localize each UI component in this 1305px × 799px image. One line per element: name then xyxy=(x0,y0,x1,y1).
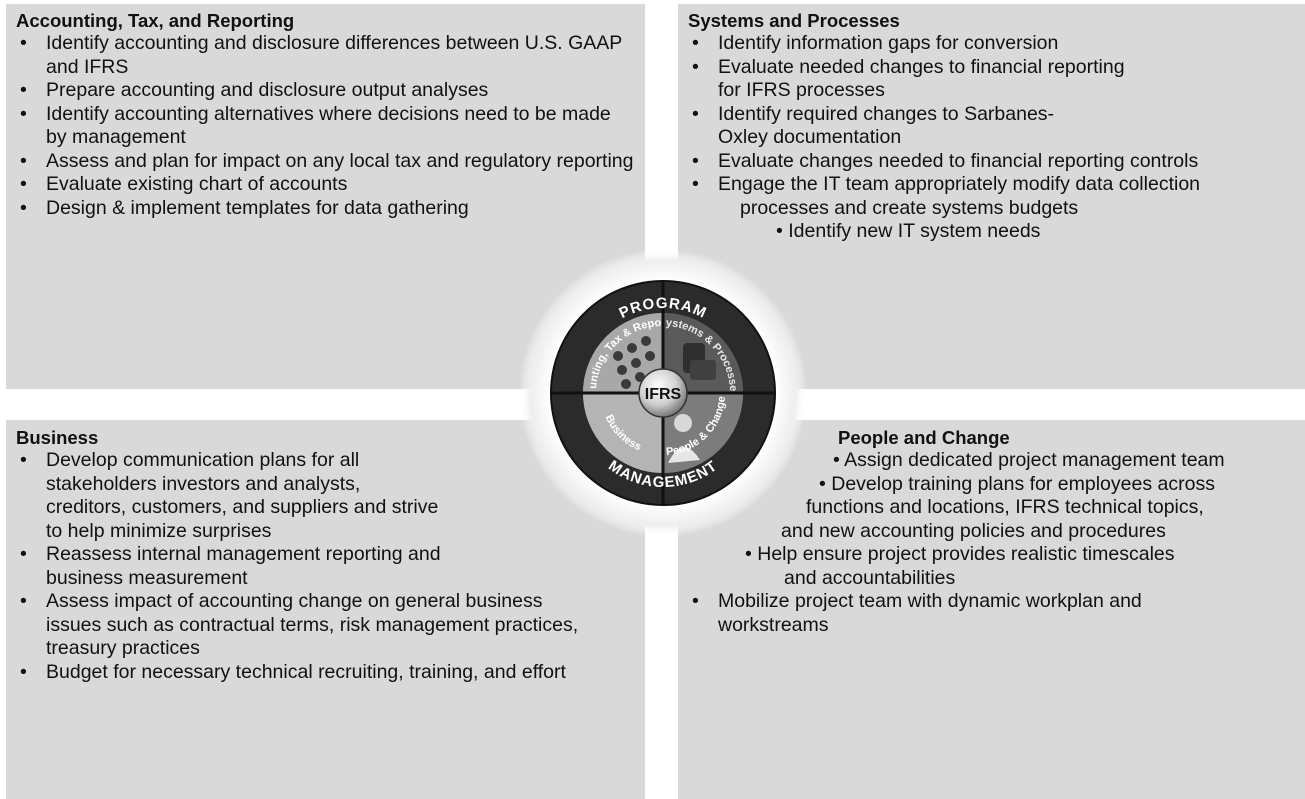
calculator-icon xyxy=(613,336,655,389)
bullet-list: Identify accounting and disclosure diffe… xyxy=(16,32,635,220)
panel-title: Systems and Processes xyxy=(688,10,900,31)
list-item: Budget for necessary technical recruitin… xyxy=(16,661,635,685)
list-item: Develop communication plans for all xyxy=(16,449,635,473)
list-item: Identify accounting and disclosure diffe… xyxy=(16,32,635,79)
list-item: Reassess internal management reporting a… xyxy=(16,543,635,590)
systems-processes-panel: Systems and Processes Identify informati… xyxy=(678,4,1305,389)
panel-title: People and Change xyxy=(838,427,1010,448)
list-item: to help minimize surprises xyxy=(46,519,272,542)
list-item: Assess impact of accounting change on ge… xyxy=(16,590,635,661)
list-item: Identify accounting alternatives where d… xyxy=(16,103,635,150)
wheel-hub xyxy=(638,368,688,418)
list-item: • Help ensure project provides realistic… xyxy=(745,543,1175,565)
person-icon xyxy=(668,414,700,463)
list-item: Evaluate changes needed to financial rep… xyxy=(688,150,1295,174)
accounting-tax-reporting-panel: Accounting, Tax, and Reporting Identify … xyxy=(6,4,645,389)
ifrs-program-wheel: PROGRAM MANAGEMENT Accounting, Tax & Rep… xyxy=(518,248,807,537)
list-item: Assess and plan for impact on any local … xyxy=(16,150,635,174)
people-change-panel: People and Change • Assign dedicated pro… xyxy=(678,420,1305,799)
business-panel: Business Develop communication plans for… xyxy=(6,420,645,799)
list-item: Evaluate existing chart of accounts xyxy=(16,173,635,197)
list-item: and accountabilities xyxy=(784,566,956,589)
list-item: Identify information gaps for conversion xyxy=(688,32,1295,56)
list-item: • Assign dedicated project management te… xyxy=(833,449,1225,471)
bullet-list: Develop communication plans for all stak… xyxy=(16,449,635,684)
list-item: • Develop training plans for employees a… xyxy=(819,472,1215,495)
list-item: creditors, customers, and suppliers and … xyxy=(46,496,439,518)
quadrant-business xyxy=(583,393,663,473)
systems-icon xyxy=(683,343,716,380)
list-item: processes and create systems budgets xyxy=(740,196,1079,219)
list-item: Identify required changes to Sarbanes-Ox… xyxy=(688,103,1295,150)
list-item: Mobilize project team with dynamic workp… xyxy=(688,590,1295,637)
hub-label: IFRS xyxy=(645,386,682,403)
bullet-list: Identify information gaps for conversion… xyxy=(688,32,1295,244)
panel-title: Accounting, Tax, and Reporting xyxy=(16,10,295,31)
list-item: • Identify new IT system needs xyxy=(776,220,1041,242)
bullet-list: • Assign dedicated project management te… xyxy=(688,449,1295,637)
list-item: Design & implement templates for data ga… xyxy=(16,197,635,221)
list-item: stakeholders investors and analysts, xyxy=(46,472,361,495)
list-item: Prepare accounting and disclosure output… xyxy=(16,79,635,103)
list-item: and new accounting policies and procedur… xyxy=(781,519,1166,542)
list-item: functions and locations, IFRS technical … xyxy=(806,496,1204,518)
panel-title: Business xyxy=(16,427,99,448)
list-item: Engage the IT team appropriately modify … xyxy=(688,173,1295,197)
list-item: Evaluate needed changes to financial rep… xyxy=(688,56,1295,103)
